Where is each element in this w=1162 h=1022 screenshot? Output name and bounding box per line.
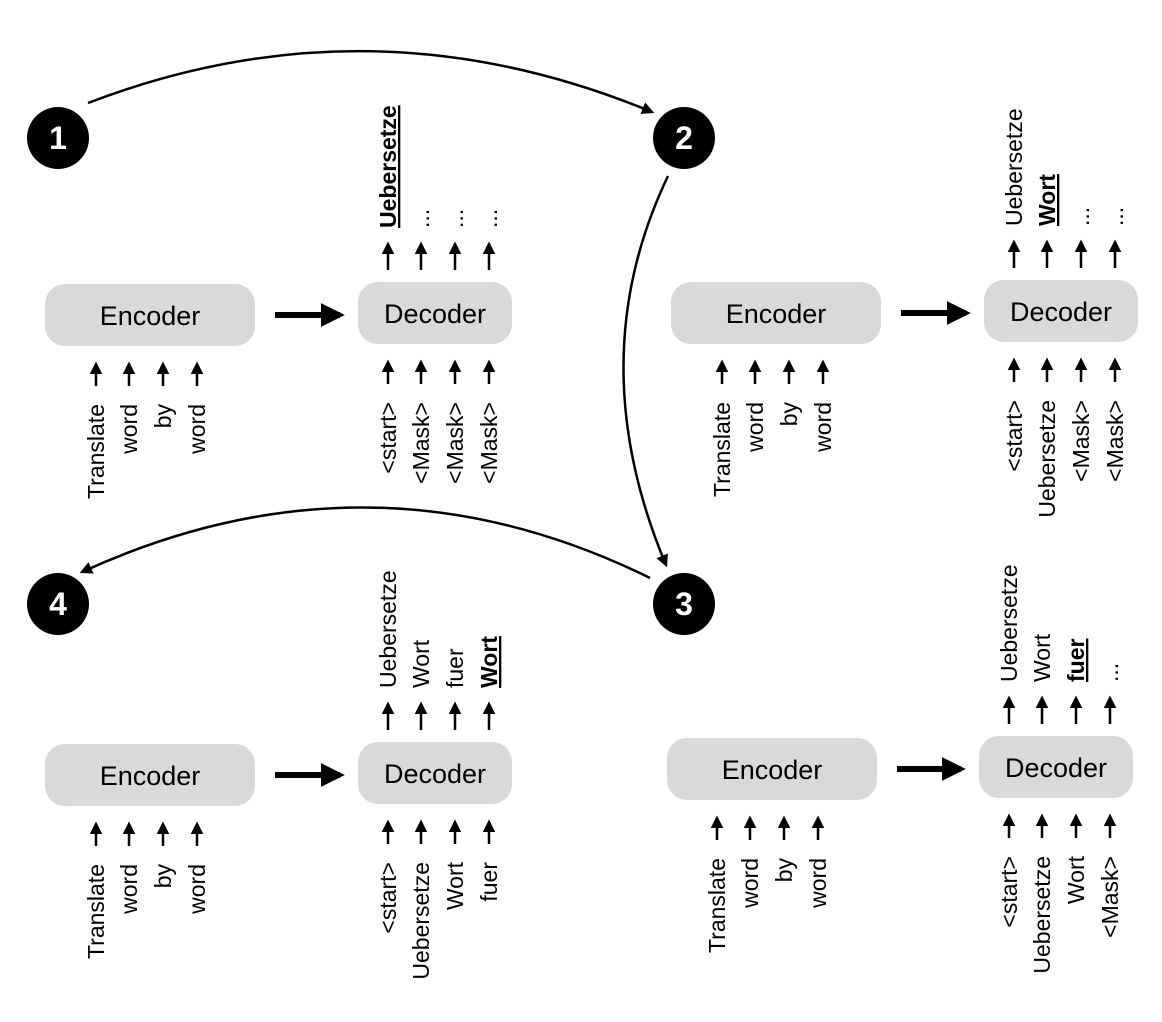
encoder-input-token: word xyxy=(810,402,836,453)
decoder-box xyxy=(979,736,1133,798)
decoder-output-token: ... xyxy=(476,209,502,228)
encoder-input-token: word xyxy=(116,864,142,915)
encoder-input-token: by xyxy=(776,402,802,427)
decoder-box xyxy=(358,282,512,344)
encoder-input-token: by xyxy=(150,864,176,889)
decoder-input-token: <Mask> xyxy=(1097,856,1123,938)
decoder-output-token: ... xyxy=(442,209,468,228)
step-badge xyxy=(27,573,89,635)
decoder-input-token: Wort xyxy=(442,861,468,910)
encoder-input-token: Translate xyxy=(83,404,109,499)
step-number: 2 xyxy=(675,120,693,156)
transition-arrow-3-to-4 xyxy=(79,506,651,580)
step-badge xyxy=(653,107,715,169)
encoder-input-token: word xyxy=(737,858,763,909)
decoder-input-token: <Mask> xyxy=(408,402,434,484)
decoder-output-token: ... xyxy=(1068,207,1094,226)
decoder-input-token: Uebersetze xyxy=(1029,856,1055,974)
decoder-output-token-predicted: fuer xyxy=(1063,639,1089,683)
encoder-input-token: Translate xyxy=(83,864,109,959)
encoder-input-token: Translate xyxy=(709,402,735,497)
decoder-output-token-predicted: Wort xyxy=(1034,174,1060,226)
encoder-input-token: word xyxy=(116,404,142,455)
decoder-input-token: Wort xyxy=(1063,855,1089,904)
step-badge xyxy=(653,573,715,635)
decoder-input-token: fuer xyxy=(476,862,502,902)
decoder-output-token: fuer xyxy=(442,648,468,688)
transition-arrow-1-to-2 xyxy=(87,49,655,114)
decoder-input-token: <start> xyxy=(375,402,401,474)
step-number: 3 xyxy=(675,586,693,622)
decoder-input-token: <start> xyxy=(375,862,401,934)
decoder-box xyxy=(984,280,1138,342)
decoder-output-token: ... xyxy=(1102,207,1128,226)
encoder-label: Encoder xyxy=(100,761,201,791)
decoder-output-token: Uebersetze xyxy=(996,564,1022,682)
decoder-label: Decoder xyxy=(384,759,486,789)
encoder-label: Encoder xyxy=(726,299,827,329)
encoder-input-token: word xyxy=(184,864,210,915)
encoder-box xyxy=(671,282,881,344)
step-number: 1 xyxy=(49,120,67,156)
decoder-box xyxy=(358,742,512,804)
decoder-input-token: <start> xyxy=(996,856,1022,928)
decoder-label: Decoder xyxy=(384,299,486,329)
decoder-input-token: <Mask> xyxy=(476,402,502,484)
decoder-input-token: <start> xyxy=(1001,400,1027,472)
encoder-input-token: word xyxy=(805,858,831,909)
encoder-input-token: word xyxy=(742,402,768,453)
decoder-input-token: <Mask> xyxy=(442,402,468,484)
step-number: 4 xyxy=(49,586,67,622)
decoder-input-token: Uebersetze xyxy=(1034,400,1060,518)
encoder-label: Encoder xyxy=(722,755,823,785)
decoder-output-token: Uebersetze xyxy=(375,570,401,688)
encoder-input-token: by xyxy=(150,404,176,429)
encoder-input-token: Translate xyxy=(704,858,730,953)
step-badge xyxy=(27,107,89,169)
encoder-label: Encoder xyxy=(100,301,201,331)
decoder-output-token: ... xyxy=(408,209,434,228)
decoder-output-token: Wort xyxy=(408,639,434,688)
decoder-output-token-predicted: Wort xyxy=(476,636,502,688)
decoder-output-token: Uebersetze xyxy=(1001,108,1027,226)
decoder-label: Decoder xyxy=(1010,297,1112,327)
encoder-box xyxy=(45,744,255,806)
decoder-output-token: ... xyxy=(1097,663,1123,682)
encoder-input-token: by xyxy=(771,858,797,883)
decoder-input-token: <Mask> xyxy=(1068,400,1094,482)
encoder-input-token: word xyxy=(184,404,210,455)
decoder-input-token: Uebersetze xyxy=(408,862,434,980)
decoder-label: Decoder xyxy=(1005,753,1107,783)
decoder-input-token: <Mask> xyxy=(1102,400,1128,482)
decoder-output-token-predicted: Uebersetze xyxy=(375,105,401,228)
encoder-box xyxy=(667,738,877,800)
decoder-output-token: Wort xyxy=(1029,633,1055,682)
encoder-box xyxy=(45,284,255,346)
transition-arrow-2-to-3 xyxy=(622,175,670,568)
